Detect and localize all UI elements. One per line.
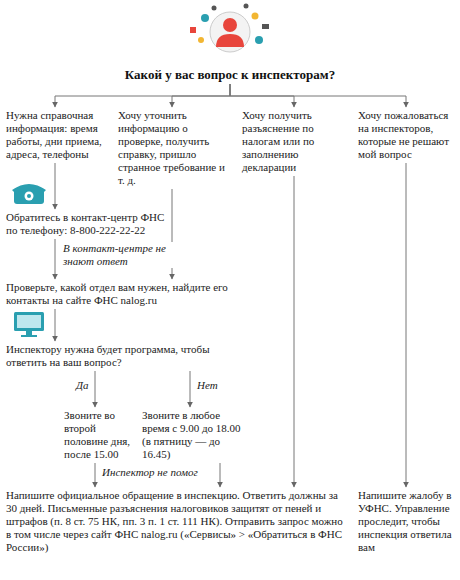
node-text: Инспектору нужна будет программа, чтобы … xyxy=(6,343,238,369)
branch-text: Нужна справочная информация: время работ… xyxy=(4,108,106,162)
connector-line xyxy=(55,309,56,341)
connector-line xyxy=(55,163,56,209)
step-text: Проверьте, какой отдел вам нужен, найдит… xyxy=(4,280,240,308)
node-text: Обратитесь в контакт-центр ФНС по телефо… xyxy=(6,211,167,237)
computer-icon xyxy=(14,312,44,337)
node-text: Какой у вас вопрос к инспекторам? xyxy=(62,67,398,82)
phone-icon xyxy=(12,184,46,204)
connector-line xyxy=(230,84,406,107)
node-text: Напишите официальное обращение в инспекц… xyxy=(6,489,344,554)
connector-line xyxy=(190,371,191,407)
step-text: Звоните в любое время с 9.00 до 18.00 (в… xyxy=(140,408,252,462)
node-text: Напишите жалобу в УФНС. Управление просл… xyxy=(358,489,454,554)
connector-line xyxy=(406,163,407,487)
node-text: Проверьте, какой отдел вам нужен, найдит… xyxy=(6,281,238,307)
header-icon xyxy=(190,4,269,53)
edge-label: Нет xyxy=(195,379,220,392)
branch-text: Хочу получить разъяснение по налогам или… xyxy=(240,108,350,175)
branch-text: Хочу уточнить информацию о проверке, пол… xyxy=(116,108,230,188)
node-text: Хочу уточнить информацию о проверке, пол… xyxy=(118,109,228,187)
question-heading: Какой у вас вопрос к инспекторам? xyxy=(60,66,400,83)
connector-line xyxy=(95,371,96,407)
question-text: Инспектору нужна будет программа, чтобы … xyxy=(4,342,240,370)
branch-text: Хочу пожаловаться на инспекторов, которы… xyxy=(356,108,456,162)
connector-line xyxy=(55,84,230,107)
node-text: Нужна справочная информация: время работ… xyxy=(6,109,104,161)
node-text: Хочу пожаловаться на инспекторов, которы… xyxy=(358,109,454,161)
connector-line xyxy=(220,463,221,487)
connector-line xyxy=(294,176,295,487)
edge-label: Да xyxy=(74,379,91,392)
step-text: Звоните во второй половине дня, после 15… xyxy=(62,408,136,462)
step-text: Напишите официальное обращение в инспекц… xyxy=(4,488,346,555)
node-text: Звоните в любое время с 9.00 до 18.00 (в… xyxy=(142,409,250,461)
node-text: Хочу получить разъяснение по налогам или… xyxy=(242,109,348,174)
edge-label: В контакт-центре не знают ответ xyxy=(61,242,175,268)
connector-line xyxy=(172,84,230,107)
connector-line xyxy=(55,239,56,279)
connector-line xyxy=(95,463,96,487)
node-text: Звоните во второй половине дня, после 15… xyxy=(64,409,134,461)
step-text: Обратитесь в контакт-центр ФНС по телефо… xyxy=(4,210,169,238)
edge-label: Инспектор не помог xyxy=(100,466,200,479)
step-text: Напишите жалобу в УФНС. Управление просл… xyxy=(356,488,456,555)
